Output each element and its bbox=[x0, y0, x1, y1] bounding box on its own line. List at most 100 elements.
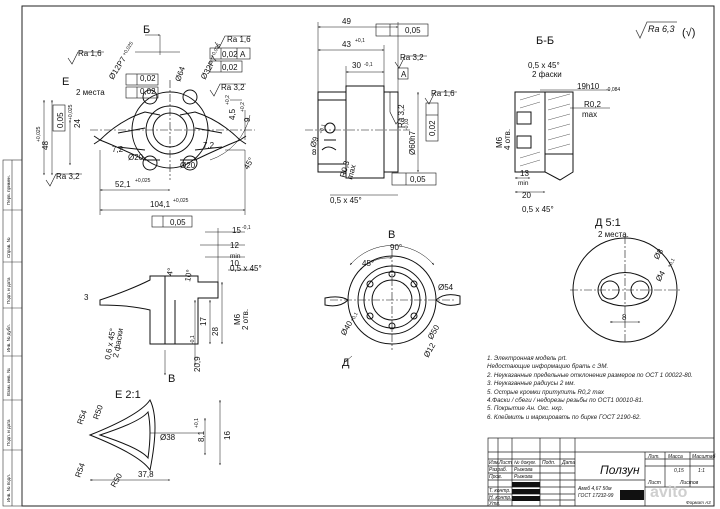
svg-text:4,5: 4,5 bbox=[228, 108, 237, 120]
svg-text:13: 13 bbox=[520, 169, 529, 178]
svg-text:8: 8 bbox=[622, 313, 627, 322]
svg-text:A: A bbox=[401, 70, 407, 79]
general-roughness: Ra 6,3 (√) bbox=[635, 21, 695, 39]
svg-text:Рыжова: Рыжова bbox=[514, 474, 533, 480]
svg-text:M6: M6 bbox=[233, 313, 242, 325]
svg-text:Т. контр.: Т. контр. bbox=[489, 488, 511, 494]
svg-text:+0,1: +0,1 bbox=[350, 311, 360, 323]
view-title-v: В bbox=[388, 229, 395, 241]
svg-text:max: max bbox=[582, 110, 597, 119]
svg-text:max: max bbox=[345, 164, 358, 181]
redaction-3 bbox=[512, 496, 540, 501]
svg-text:15: 15 bbox=[232, 226, 241, 235]
svg-text:Лит.: Лит. bbox=[647, 454, 660, 460]
svg-text:0,02: 0,02 bbox=[140, 87, 156, 96]
svg-text:0,5 x 45°: 0,5 x 45° bbox=[528, 61, 560, 70]
stamp-3: Подп. и дата bbox=[6, 277, 11, 304]
svg-text:R50: R50 bbox=[91, 403, 105, 420]
svg-text:20,9: 20,9 bbox=[193, 356, 202, 372]
svg-text:48: 48 bbox=[41, 141, 50, 150]
svg-text:0,02: 0,02 bbox=[140, 74, 156, 83]
svg-text:30: 30 bbox=[352, 61, 361, 70]
svg-text:Ra 3,2: Ra 3,2 bbox=[400, 53, 424, 62]
svg-text:Подп.: Подп. bbox=[542, 460, 555, 466]
watermark: avito bbox=[650, 484, 688, 501]
svg-text:+0,1: +0,1 bbox=[667, 257, 677, 269]
section-title-b-b: Б-Б bbox=[536, 35, 554, 47]
svg-text:Ra 3,2: Ra 3,2 bbox=[397, 104, 406, 128]
svg-text:2 фаски: 2 фаски bbox=[532, 70, 562, 79]
sheet-format: Формат A3 bbox=[686, 500, 711, 505]
note-line: 2. Неуказанные предельные отклонения раз… bbox=[487, 371, 693, 379]
svg-text:+0,025: +0,025 bbox=[135, 178, 151, 184]
svg-text:Амгб 4,67 50м: Амгб 4,67 50м bbox=[577, 486, 612, 492]
svg-text:Ra 1,6: Ra 1,6 bbox=[227, 35, 251, 44]
svg-text:16: 16 bbox=[223, 431, 232, 440]
svg-text:0,02: 0,02 bbox=[428, 120, 437, 136]
svg-text:Ø20: Ø20 bbox=[128, 153, 144, 162]
detail-title-e: Е 2:1 bbox=[115, 389, 141, 401]
section-b-b bbox=[514, 91, 574, 181]
svg-text:Лист: Лист bbox=[498, 460, 512, 466]
svg-text:4 отв.: 4 отв. bbox=[503, 129, 512, 150]
svg-text:8: 8 bbox=[312, 148, 317, 157]
svg-text:7,2: 7,2 bbox=[112, 145, 124, 154]
svg-text:(√): (√) bbox=[682, 27, 695, 39]
svg-text:7,2: 7,2 bbox=[203, 141, 215, 150]
svg-text:1:1: 1:1 bbox=[698, 468, 705, 474]
svg-text:+0,025: +0,025 bbox=[173, 198, 189, 204]
svg-text:-0,1: -0,1 bbox=[242, 225, 251, 231]
svg-text:12: 12 bbox=[230, 241, 239, 250]
svg-text:+0,025: +0,025 bbox=[210, 42, 223, 59]
svg-text:Ø8: Ø8 bbox=[652, 247, 665, 261]
svg-text:Разраб.: Разраб. bbox=[489, 467, 507, 473]
svg-text:Ø64: Ø64 bbox=[173, 65, 187, 83]
svg-text:+0,2: +0,2 bbox=[240, 102, 246, 112]
svg-text:R0,3: R0,3 bbox=[338, 159, 351, 178]
svg-text:+0,025: +0,025 bbox=[122, 41, 135, 57]
svg-text:90°: 90° bbox=[390, 243, 402, 252]
svg-text:+0,025: +0,025 bbox=[36, 126, 42, 142]
svg-text:43: 43 bbox=[342, 40, 351, 49]
svg-text:Дата: Дата bbox=[561, 460, 575, 466]
svg-text:Рыжова: Рыжова bbox=[514, 467, 533, 473]
svg-text:-0,084: -0,084 bbox=[606, 87, 620, 93]
svg-text:2 места.: 2 места. bbox=[598, 230, 629, 239]
view-arrow-d: Д bbox=[342, 357, 350, 369]
svg-text:Ø54: Ø54 bbox=[438, 283, 454, 292]
svg-text:-0,1: -0,1 bbox=[190, 335, 196, 344]
svg-text:min: min bbox=[518, 180, 529, 187]
svg-text:Ø9: Ø9 bbox=[308, 135, 320, 149]
svg-text:Ø60h7: Ø60h7 bbox=[408, 130, 417, 155]
note-line: 5. Покрытие Ан. Окс. нхр. bbox=[487, 405, 564, 413]
svg-text:0,05: 0,05 bbox=[410, 175, 426, 184]
svg-text:45°: 45° bbox=[242, 156, 256, 171]
svg-text:Масштаб: Масштаб bbox=[692, 454, 716, 460]
svg-text:Изм.: Изм. bbox=[489, 460, 500, 466]
profile-view bbox=[99, 275, 219, 345]
svg-text:28: 28 bbox=[211, 327, 220, 336]
svg-text:0,02: 0,02 bbox=[222, 63, 238, 72]
note-line: 1. Электронная модель prt. bbox=[487, 355, 568, 362]
svg-text:0,05: 0,05 bbox=[405, 26, 421, 35]
svg-text:min: min bbox=[230, 253, 241, 260]
svg-text:4°: 4° bbox=[165, 267, 175, 276]
technical-notes: 1. Электронная модель prt. Недостающие и… bbox=[487, 355, 707, 422]
detail-title-d: Д 5:1 bbox=[595, 217, 621, 229]
svg-text:Ø20: Ø20 bbox=[180, 161, 196, 170]
view-arrow-v: В bbox=[168, 373, 175, 385]
svg-text:Ra 3,2: Ra 3,2 bbox=[56, 172, 80, 181]
svg-text:0,05: 0,05 bbox=[56, 112, 65, 128]
redaction-2 bbox=[512, 489, 540, 494]
svg-text:24: 24 bbox=[73, 119, 82, 128]
svg-text:10: 10 bbox=[230, 259, 239, 268]
svg-text:+0,1: +0,1 bbox=[194, 418, 200, 428]
svg-text:20: 20 bbox=[522, 191, 531, 200]
svg-text:Масса: Масса bbox=[668, 454, 683, 460]
svg-text:+0,2: +0,2 bbox=[225, 95, 231, 105]
svg-text:-0,03: -0,03 bbox=[404, 118, 410, 130]
svg-text:Пров.: Пров. bbox=[489, 474, 502, 480]
svg-text:Н. контр.: Н. контр. bbox=[489, 495, 512, 501]
svg-text:Ø38: Ø38 bbox=[160, 433, 176, 442]
